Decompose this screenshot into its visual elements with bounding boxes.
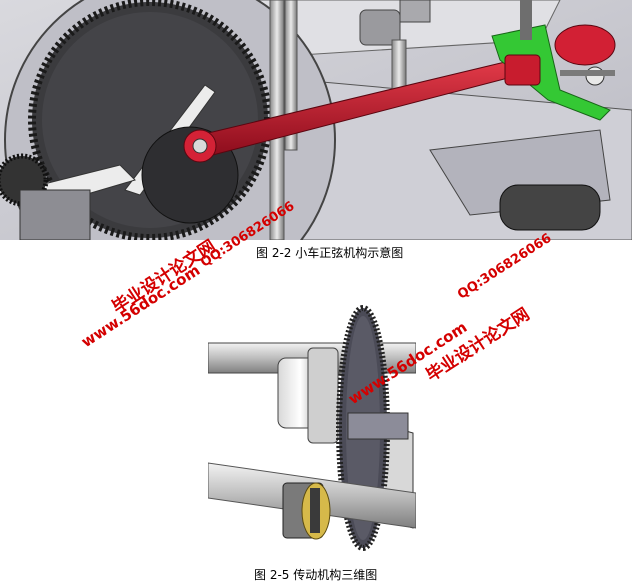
figure-caption: 图 2-5 传动机构三维图: [254, 568, 378, 582]
figure-transmission: [208, 303, 416, 561]
watermark-site: www.56doc.com: [78, 261, 204, 352]
sine-mechanism-illustration: [0, 0, 632, 240]
transmission-illustration: [208, 303, 416, 561]
watermark-name: 毕业设计论文网: [422, 304, 534, 386]
watermark-name: 毕业设计论文网: [108, 236, 220, 318]
figure-caption: 图 2-2 小车正弦机构示意图: [256, 246, 404, 260]
watermark-qq: QQ:306826066: [455, 230, 555, 303]
figure-sine-mechanism: [0, 0, 632, 240]
